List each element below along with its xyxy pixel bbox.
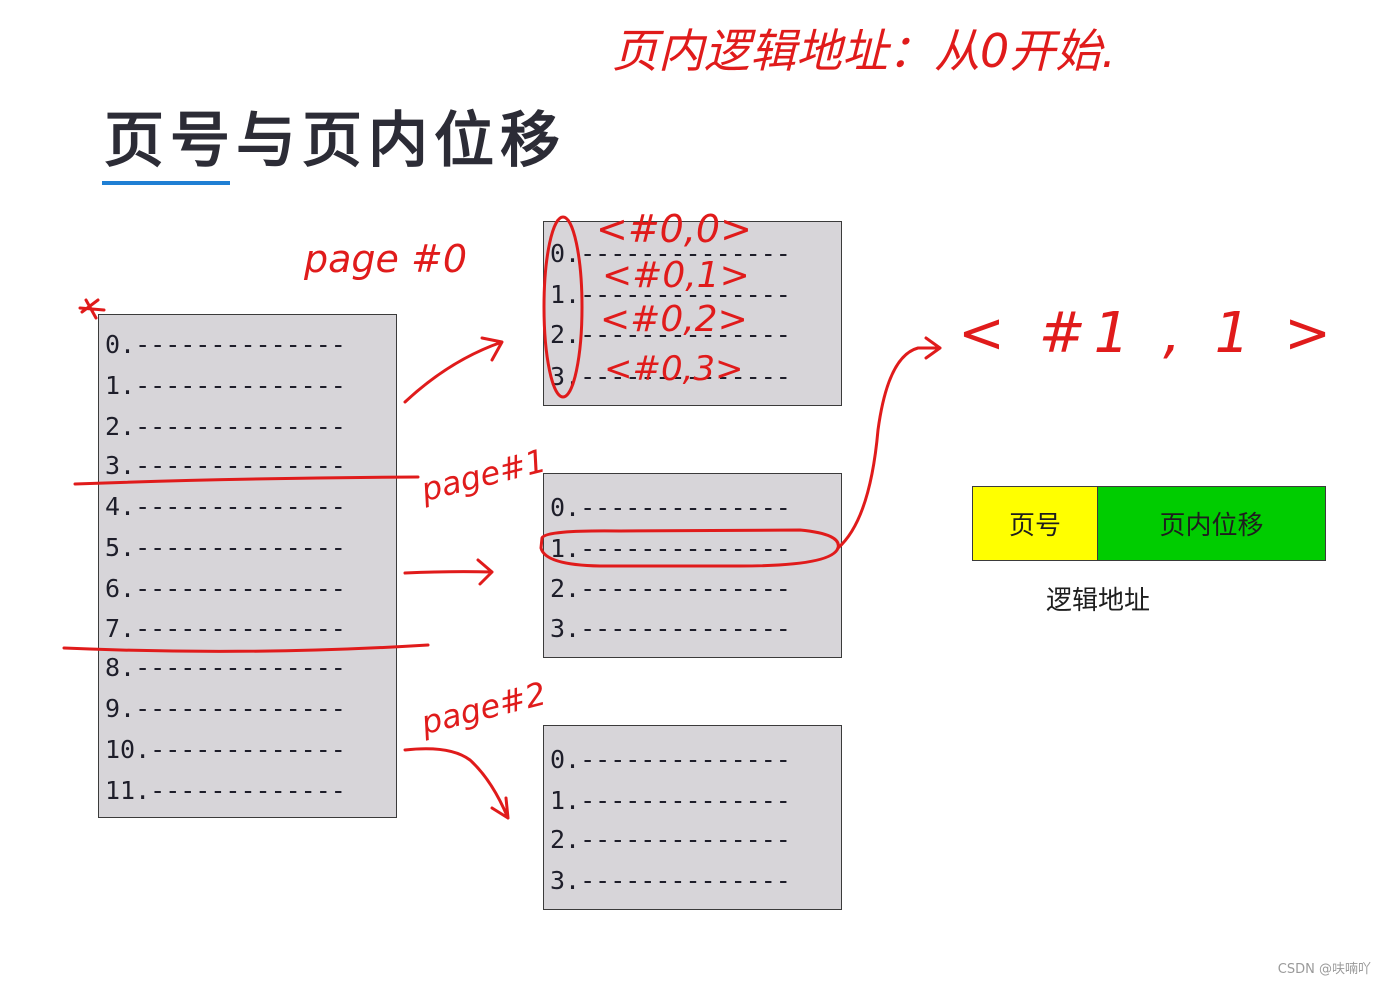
logical-address-box: 页号 页内位移 — [972, 486, 1326, 561]
memory-row: 6.-------------- — [105, 574, 346, 603]
arrow-to-page-1 — [403, 558, 494, 586]
arrow-to-example-address — [836, 336, 942, 550]
label-page-2: page#2 — [417, 674, 550, 742]
example-address: < #1 , 1 > — [958, 301, 1340, 366]
label-page-1: page#1 — [417, 441, 550, 509]
memory-row: 5.-------------- — [105, 533, 346, 562]
arrow-to-page-2 — [403, 747, 510, 820]
memory-row: 9.-------------- — [105, 694, 346, 723]
title-underline — [102, 181, 230, 185]
logical-address-caption: 逻辑地址 — [1046, 586, 1151, 616]
page-row: 1.-------------- — [550, 786, 791, 815]
address-0-0: <#0,0> — [596, 207, 752, 251]
page-offset-segment: 页内位移 — [1098, 487, 1325, 560]
memory-row: 7.-------------- — [105, 614, 346, 643]
memory-row: 3.-------------- — [105, 451, 346, 480]
page-row: 2.-------------- — [550, 574, 791, 603]
page-row: 0.-------------- — [550, 493, 791, 522]
page-0-block: 0.-------------- 1.-------------- 2.----… — [543, 221, 842, 406]
page-row: 3.-------------- — [550, 362, 791, 391]
page-row: 2.-------------- — [550, 320, 791, 349]
note-offset-starts-at-zero: 页内逻辑地址：从0开始. — [612, 24, 1116, 78]
address-0-3: <#0,3> — [604, 349, 744, 389]
page-row: 2.-------------- — [550, 825, 791, 854]
page-row: 3.-------------- — [550, 866, 791, 895]
memory-row: 10.------------- — [105, 735, 346, 764]
memory-row: 8.-------------- — [105, 653, 346, 682]
page-1-block: 0.-------------- 1.-------------- 2.----… — [543, 473, 842, 658]
address-0-1: <#0,1> — [602, 255, 750, 296]
label-page-0: page #0 — [304, 237, 468, 281]
arrow-to-page-0 — [403, 336, 504, 404]
page-row: 1.-------------- — [550, 534, 791, 563]
page-number-segment: 页号 — [973, 487, 1098, 560]
memory-row: 1.-------------- — [105, 371, 346, 400]
memory-row: 0.-------------- — [105, 330, 346, 359]
page-row: 0.-------------- — [550, 745, 791, 774]
page-2-block: 0.-------------- 1.-------------- 2.----… — [543, 725, 842, 910]
slide-title: 页号与页内位移 — [104, 106, 566, 176]
page-row: 0.-------------- — [550, 239, 791, 268]
process-memory-block: 0.-------------- 1.-------------- 2.----… — [98, 314, 397, 818]
memory-row: 2.-------------- — [105, 412, 346, 441]
memory-row: 4.-------------- — [105, 492, 346, 521]
memory-row: 11.------------- — [105, 776, 346, 805]
page-row: 1.-------------- — [550, 280, 791, 309]
watermark: CSDN @呋喃吖 — [1277, 962, 1371, 977]
address-0-2: <#0,2> — [600, 299, 748, 340]
page-row: 3.-------------- — [550, 614, 791, 643]
